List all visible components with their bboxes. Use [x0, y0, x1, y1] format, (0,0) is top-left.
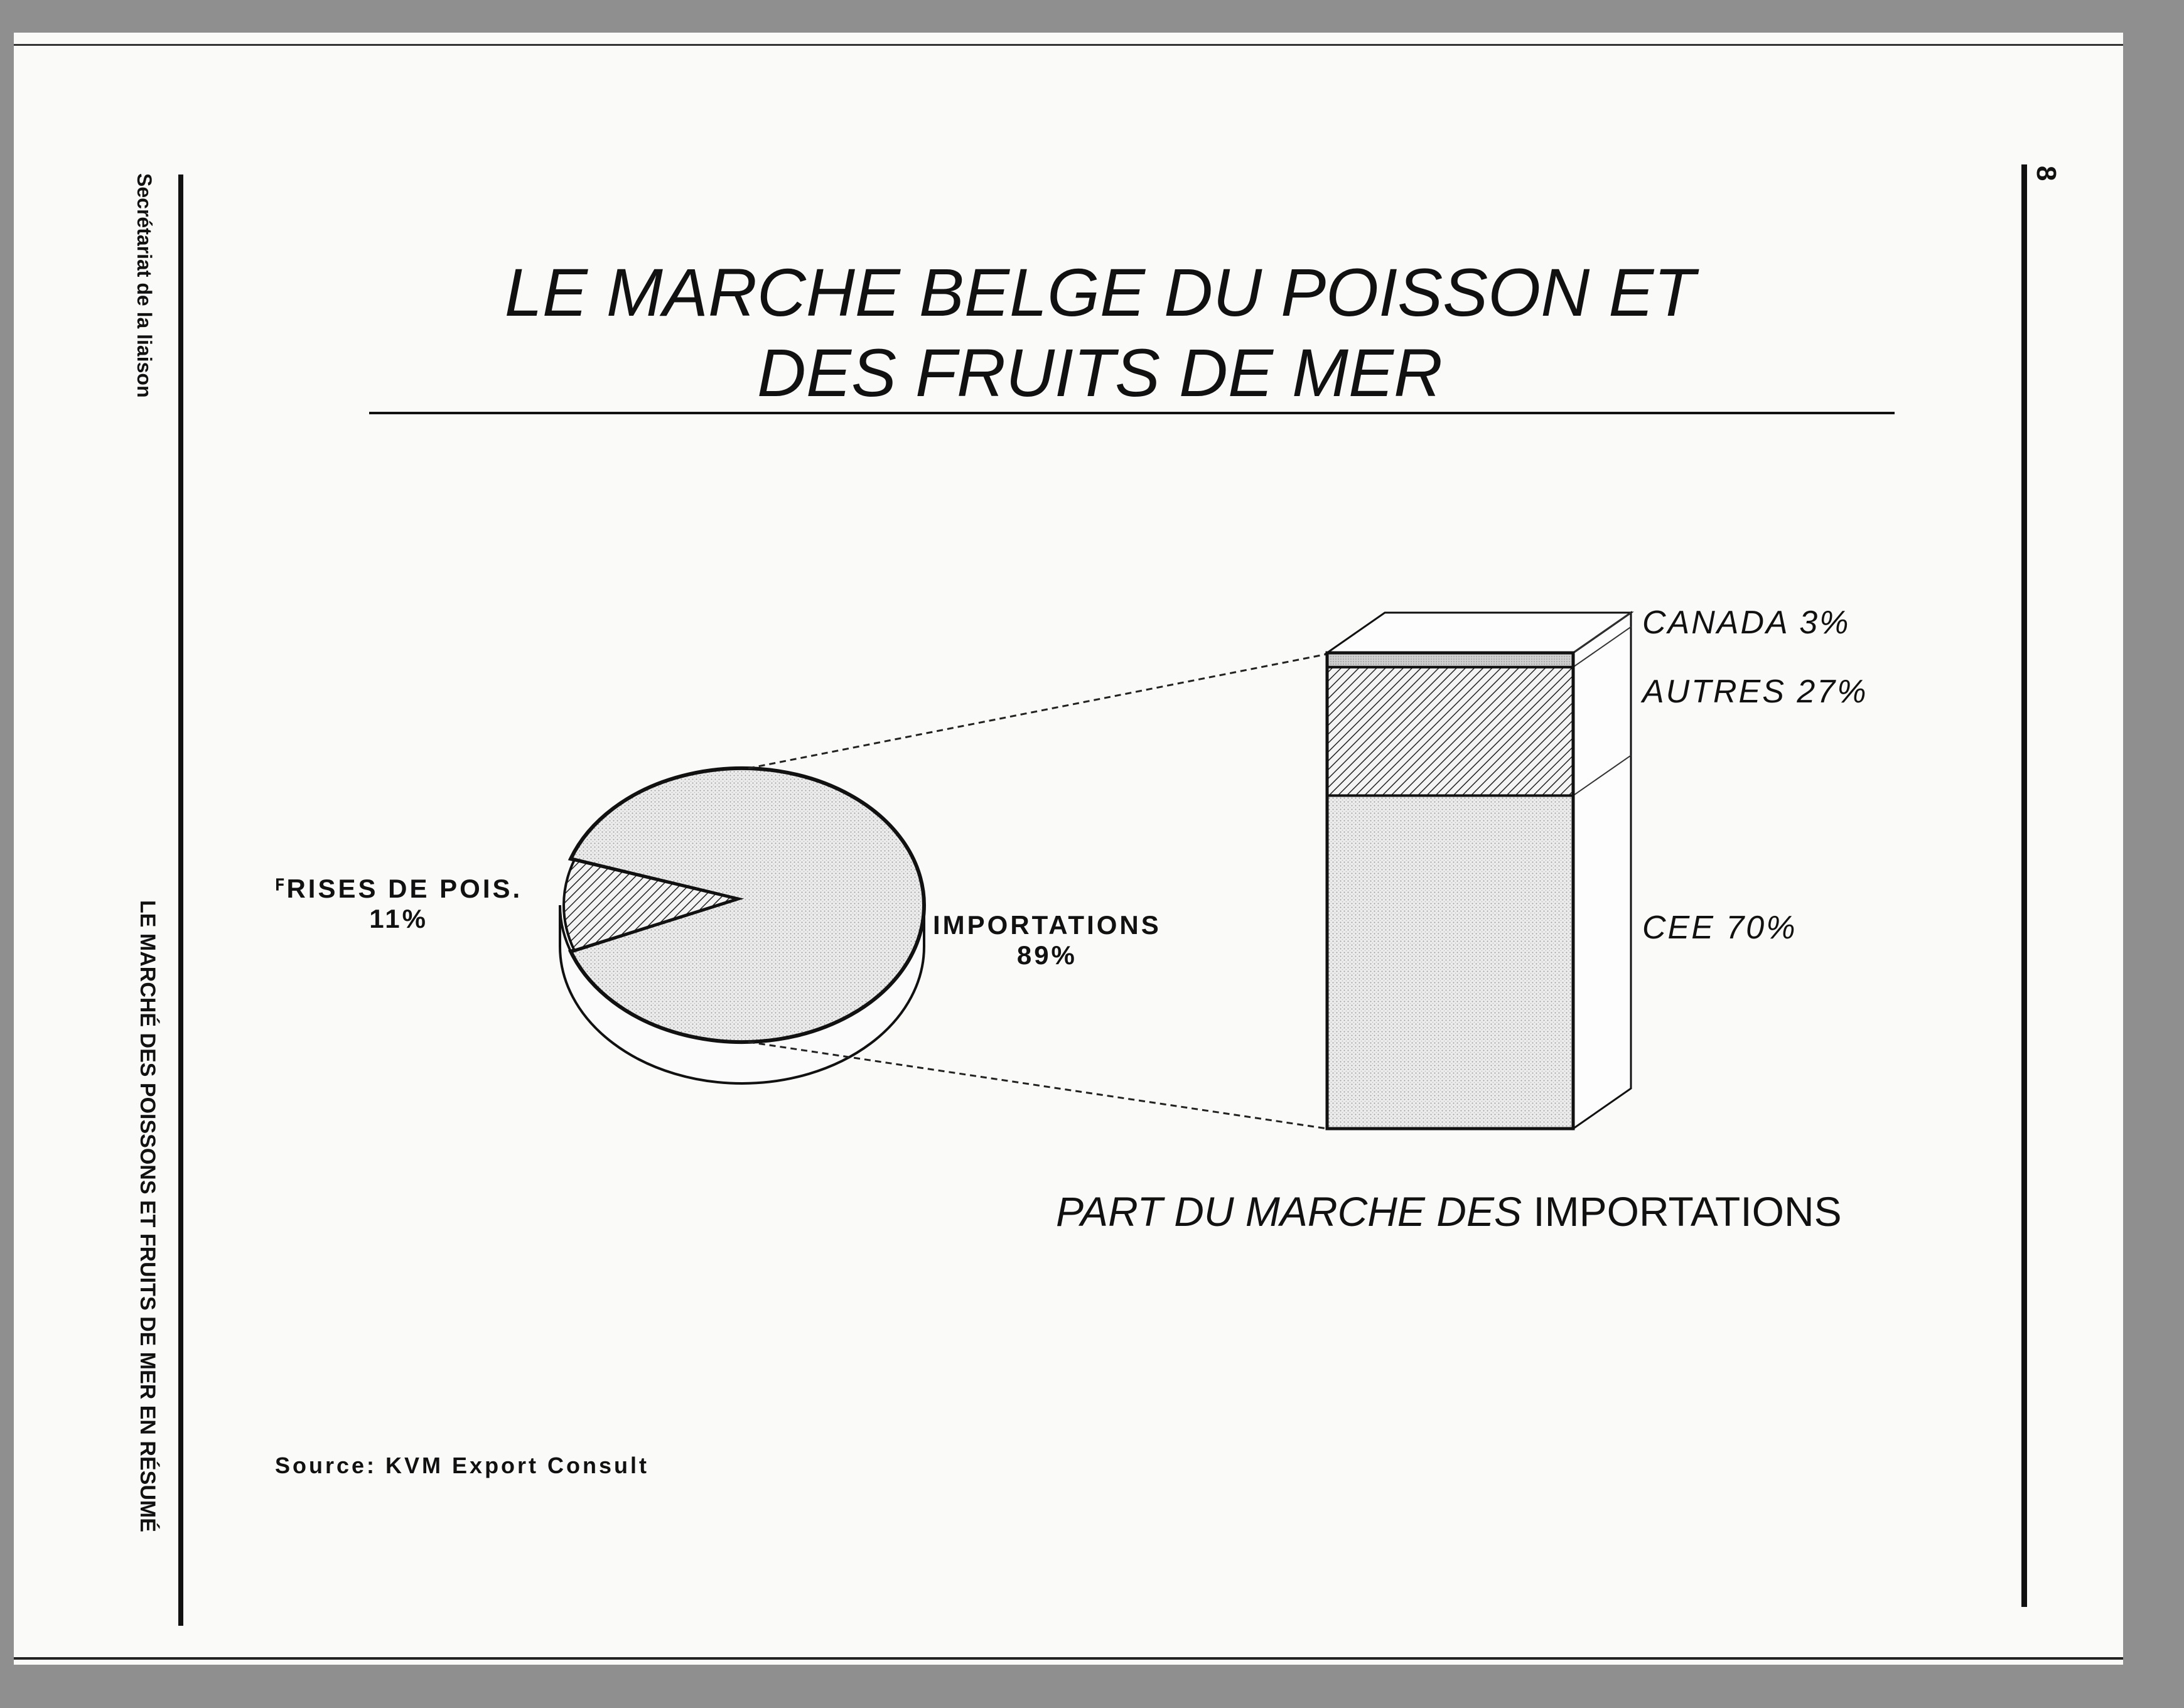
- page-title: LE MARCHE BELGE DU POISSON ET DES FRUITS…: [441, 252, 1759, 413]
- bar-segment-cee: [1326, 794, 1574, 1130]
- bar-caption-italic: PART DU MARCHE DES: [1056, 1188, 1522, 1235]
- bar-label-cee: CEE 70%: [1642, 910, 1797, 946]
- pie-label-importations: IMPORTATIONS 89%: [933, 910, 1161, 970]
- pie-to-bar-connectors: [748, 653, 1328, 1130]
- page-top-edge: [14, 44, 2123, 46]
- bar-chart-caption: PART DU MARCHE DES IMPORTATIONS: [1056, 1188, 1842, 1235]
- bar-side-divider-cee: [1573, 755, 1632, 797]
- pie-label-prises: ꟳRISES DE POIS. 11%: [275, 874, 522, 934]
- bar-side-divider-canada: [1573, 612, 1632, 653]
- page-title-line-1: LE MARCHE BELGE DU POISSON ET: [504, 254, 1696, 330]
- source-note: Source: KVM Export Consult: [275, 1453, 650, 1478]
- pie-label-prises-name: ꟳRISES DE POIS.: [275, 874, 523, 903]
- pie-label-prises-value: 11%: [369, 904, 428, 933]
- pie-chart: [559, 766, 926, 1085]
- page-title-line-2: DES FRUITS DE MER: [756, 335, 1443, 411]
- pie-label-importations-value: 89%: [1016, 940, 1077, 970]
- pie-slice-importations: [568, 766, 926, 1044]
- bar-segment-autres: [1326, 665, 1574, 797]
- bar-segment-canada: [1326, 652, 1574, 669]
- bar-front-outline: [1325, 651, 1575, 1131]
- connector-top: [748, 653, 1328, 770]
- connector-bottom: [748, 1041, 1328, 1130]
- bar-side-divider-autres: [1573, 626, 1632, 668]
- right-margin-rule: [2021, 164, 2027, 1607]
- bar-side-face: [1572, 611, 1632, 1131]
- bar-label-autres: AUTRES 27%: [1642, 674, 1868, 710]
- chart-canvas: [559, 611, 1634, 1131]
- stacked-bar-chart: [1324, 611, 1634, 1131]
- bar-caption-regular: IMPORTATIONS: [1533, 1188, 1842, 1235]
- pie-slice-prises: [562, 858, 742, 952]
- title-underline: [369, 412, 1895, 414]
- document-page: Secrétariat de la liaison LE MARCHÉ DES …: [14, 33, 2123, 1665]
- left-margin-rule: [178, 175, 183, 1626]
- bar-label-canada: CANADA 3%: [1642, 604, 1851, 641]
- pie-label-importations-name: IMPORTATIONS: [933, 910, 1161, 940]
